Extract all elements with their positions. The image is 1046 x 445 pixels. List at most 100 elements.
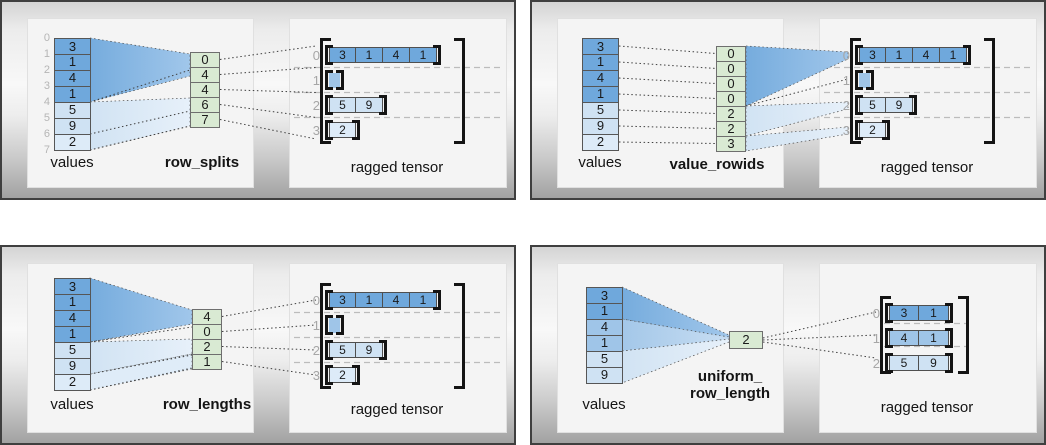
bracket-left-icon xyxy=(325,290,333,310)
row-index-label: 2 xyxy=(842,97,850,113)
bracket-right-icon xyxy=(945,328,953,348)
cell: 1 xyxy=(54,327,91,343)
index-label: 0 xyxy=(43,32,50,44)
cell: 9 xyxy=(582,119,619,135)
row-index-label: 1 xyxy=(312,72,320,88)
cell: 3 xyxy=(716,137,746,152)
cell: 3 xyxy=(329,292,356,308)
cell: 1 xyxy=(356,47,383,63)
cell: 4 xyxy=(383,292,410,308)
cell: 7 xyxy=(190,113,220,128)
bracket-right-icon xyxy=(336,315,344,335)
cell: 1 xyxy=(886,47,913,63)
cell: 2 xyxy=(329,122,356,138)
cell: 5 xyxy=(582,103,619,119)
bracket-left-icon xyxy=(325,70,333,90)
bracket-left-icon xyxy=(855,120,863,140)
tensor-label: ragged tensor xyxy=(880,159,974,176)
cell: 1 xyxy=(582,55,619,71)
cell: 1 xyxy=(54,87,91,103)
cell: 3 xyxy=(329,47,356,63)
cell: 4 xyxy=(889,330,919,346)
index-label: 6 xyxy=(43,128,50,140)
bracket-left-icon xyxy=(885,303,893,323)
bracket-right-icon xyxy=(945,303,953,323)
cell: 2 xyxy=(716,107,746,122)
bracket-left-icon xyxy=(325,365,333,385)
cell: 5 xyxy=(54,103,91,119)
param-label: row_splits xyxy=(164,154,240,171)
cell: 0 xyxy=(716,62,746,77)
cell: 2 xyxy=(192,340,222,355)
cell: 9 xyxy=(886,97,913,113)
cell: 0 xyxy=(192,325,222,340)
row-index-label: 0 xyxy=(872,305,880,321)
cell: 2 xyxy=(54,135,91,151)
cell: 5 xyxy=(329,97,356,113)
cell: 9 xyxy=(54,359,91,375)
tensor-row: 1 xyxy=(304,314,441,336)
cell: 4 xyxy=(913,47,940,63)
cell: 9 xyxy=(586,368,623,384)
bracket-right-icon xyxy=(379,340,387,360)
cell: 4 xyxy=(192,309,222,325)
row-index-label: 0 xyxy=(312,47,320,63)
cell: 5 xyxy=(859,97,886,113)
bracket-right-icon xyxy=(433,290,441,310)
bracket-right-icon xyxy=(945,353,953,373)
bracket-left-icon xyxy=(325,95,333,115)
empty-cell xyxy=(329,317,340,333)
empty-cell xyxy=(859,72,870,88)
bracket-left-icon xyxy=(325,340,333,360)
cell: 3 xyxy=(859,47,886,63)
tensor-open-bracket-icon xyxy=(320,38,331,144)
param-label: uniform_ row_length xyxy=(689,368,771,402)
cell: 1 xyxy=(919,330,949,346)
cell: 5 xyxy=(329,342,356,358)
cell: 1 xyxy=(410,292,437,308)
cell: 1 xyxy=(586,304,623,320)
cell: 2 xyxy=(329,367,356,383)
uniform-row-length-cell: 2 xyxy=(729,331,763,349)
tensor-label: ragged tensor xyxy=(350,401,444,418)
cell: 5 xyxy=(54,343,91,359)
cell: 1 xyxy=(582,87,619,103)
param-label: value_rowids xyxy=(669,156,765,173)
cell: 0 xyxy=(716,46,746,62)
cell: 5 xyxy=(889,355,919,371)
cell: 1 xyxy=(586,336,623,352)
cell: 1 xyxy=(919,305,949,321)
index-label: 3 xyxy=(43,80,50,92)
tensor-row: 1 xyxy=(304,69,441,91)
cell: 1 xyxy=(940,47,967,63)
bracket-right-icon xyxy=(352,365,360,385)
bracket-right-icon xyxy=(909,95,917,115)
cell: 4 xyxy=(582,71,619,87)
row-index-label: 2 xyxy=(312,97,320,113)
row-index-label: 3 xyxy=(842,122,850,138)
cell: 1 xyxy=(54,295,91,311)
cell: 1 xyxy=(356,292,383,308)
tensor-label: ragged tensor xyxy=(350,159,444,176)
row-index-label: 3 xyxy=(312,122,320,138)
cell: 0 xyxy=(716,77,746,92)
row-index-label: 1 xyxy=(872,330,880,346)
bracket-left-icon xyxy=(325,120,333,140)
cell: 3 xyxy=(586,287,623,304)
values-label: values xyxy=(50,154,94,171)
tensor-label: ragged tensor xyxy=(880,399,974,416)
